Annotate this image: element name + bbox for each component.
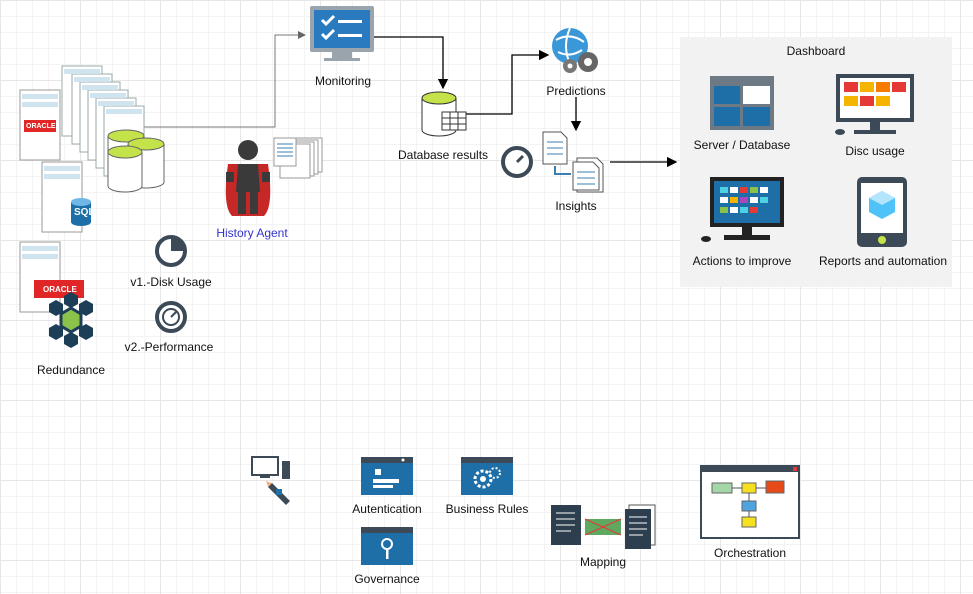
autentication-icon <box>361 457 413 495</box>
insights-icon <box>501 131 604 193</box>
autentication-label: Autentication <box>352 502 422 516</box>
oracle-server-2-icon <box>19 241 61 313</box>
business-rules-icon <box>461 457 513 495</box>
server-cluster <box>19 65 165 233</box>
v2-performance-label: v2.-Performance <box>124 340 214 354</box>
oracle-logo-text: ORACLE <box>26 123 56 130</box>
dashboard-title: Dashboard <box>786 44 846 58</box>
actions-to-improve-label: Actions to improve <box>692 254 792 268</box>
reports-and-automation-label: Reports and automation <box>818 254 948 268</box>
business-rules-label: Business Rules <box>445 502 529 516</box>
workstation-edit-icon <box>251 456 290 505</box>
reports-and-automation-icon <box>857 177 907 247</box>
history-agent-label: History Agent <box>216 226 288 240</box>
server-database-label: Server / Database <box>693 138 791 152</box>
oracle-logo-text-2: ORACLE <box>43 285 77 294</box>
disc-usage-icon <box>835 74 914 135</box>
sql-logo-text: SQL <box>74 207 95 218</box>
connector-database-to-predictions <box>466 49 550 115</box>
orchestration-icon <box>700 465 800 539</box>
database-results-label: Database results <box>397 148 489 162</box>
governance-label: Governance <box>354 572 420 586</box>
actions-to-improve-icon <box>701 177 784 242</box>
database-results-icon <box>421 91 467 137</box>
server-database-icon <box>710 76 774 130</box>
monitoring-icon <box>310 6 374 61</box>
connector-monitoring-to-database <box>374 36 449 90</box>
predictions-icon <box>552 27 598 73</box>
monitoring-label: Monitoring <box>314 74 372 88</box>
redundance-label: Redundance <box>36 363 106 377</box>
performance-gauge-icon <box>155 301 187 333</box>
hexagon-cluster-icon <box>49 292 93 348</box>
mapping-label: Mapping <box>579 555 627 569</box>
database-cylinders-icon <box>107 129 165 193</box>
orchestration-label: Orchestration <box>713 546 787 560</box>
governance-icon <box>361 527 413 565</box>
mapping-icon <box>551 504 656 549</box>
redundance-cluster <box>19 241 93 348</box>
v1-disk-usage-label: v1.-Disk Usage <box>130 275 212 289</box>
history-agent-icon <box>225 137 323 216</box>
disc-usage-label: Disc usage <box>845 144 905 158</box>
connector-servers-to-monitoring <box>140 31 306 128</box>
insights-label: Insights <box>555 199 597 213</box>
disk-usage-icon <box>155 235 187 267</box>
predictions-label: Predictions <box>546 84 606 98</box>
